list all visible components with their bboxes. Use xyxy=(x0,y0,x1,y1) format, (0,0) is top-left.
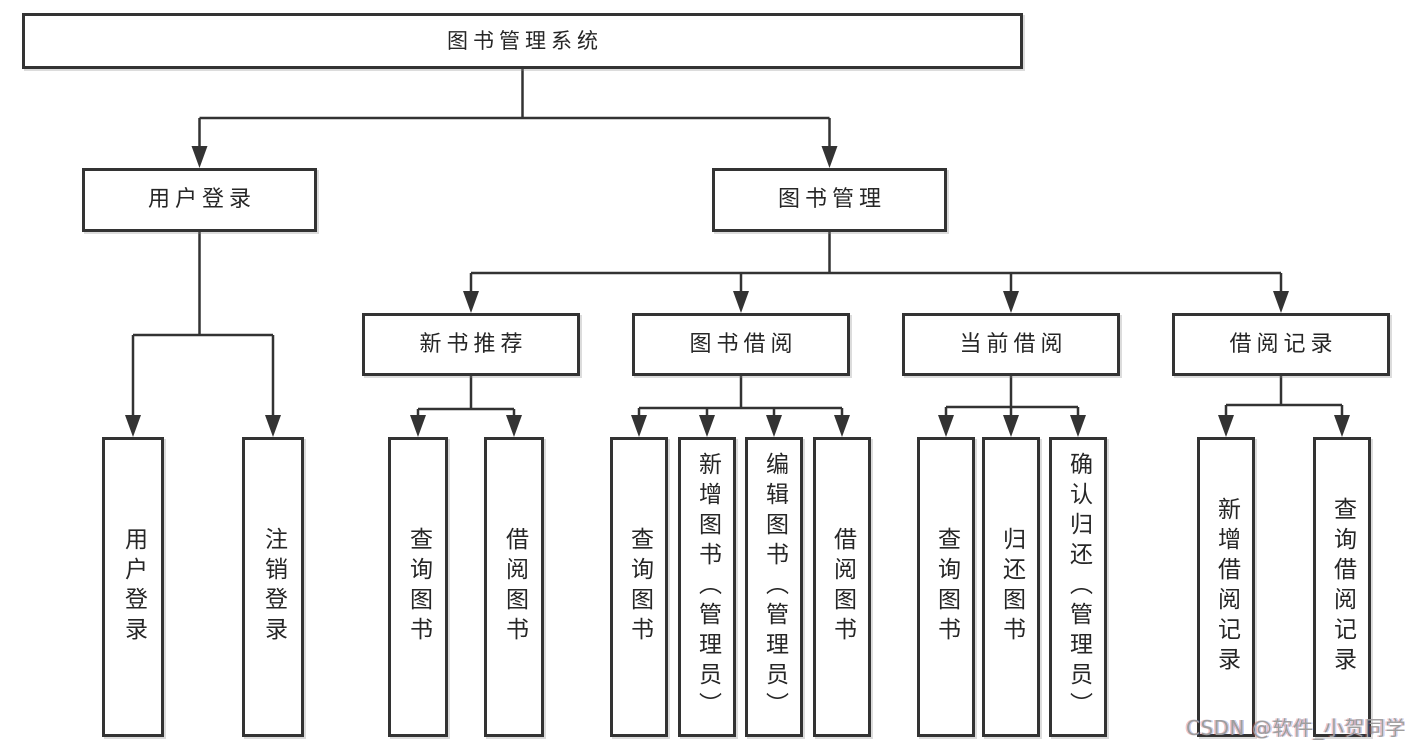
leaf-query-books-current: 查询图书 xyxy=(917,437,975,737)
leaf-query-borrow-record-label: 查询借阅记录 xyxy=(1329,497,1356,677)
leaf-confirm-return-admin: 确认归还（管理员） xyxy=(1049,437,1107,737)
leaf-return-book: 归还图书 xyxy=(982,437,1040,737)
leaf-query-books-recommend: 查询图书 xyxy=(388,437,448,737)
leaf-borrow-books: 借阅图书 xyxy=(813,437,871,737)
node-user-login: 用户登录 xyxy=(82,168,317,232)
node-new-book-recommend-label: 新书推荐 xyxy=(419,331,528,357)
leaf-user-login: 用户登录 xyxy=(102,437,164,737)
leaf-query-books-recommend-label: 查询图书 xyxy=(405,527,432,647)
node-book-borrow-label: 图书借阅 xyxy=(689,331,798,357)
leaf-borrow-books-label: 借阅图书 xyxy=(829,527,856,647)
leaf-return-book-label: 归还图书 xyxy=(998,527,1025,647)
node-book-borrow: 图书借阅 xyxy=(632,313,850,376)
leaf-query-books-current-label: 查询图书 xyxy=(933,527,960,647)
leaf-query-borrow-record: 查询借阅记录 xyxy=(1313,437,1371,737)
node-new-book-recommend: 新书推荐 xyxy=(362,313,580,376)
leaf-confirm-return-admin-label: 确认归还（管理员） xyxy=(1065,452,1092,722)
leaf-edit-book-admin: 编辑图书（管理员） xyxy=(745,437,803,737)
arrowheads xyxy=(125,146,1350,437)
node-borrow-records: 借阅记录 xyxy=(1172,313,1390,376)
leaf-borrow-books-recommend-label: 借阅图书 xyxy=(501,527,528,647)
leaf-query-books-borrow-label: 查询图书 xyxy=(626,527,653,647)
node-book-management: 图书管理 xyxy=(712,168,947,232)
node-book-management-label: 图书管理 xyxy=(777,187,886,212)
node-borrow-records-label: 借阅记录 xyxy=(1229,331,1338,357)
leaf-add-book-admin-label: 新增图书（管理员） xyxy=(694,452,721,722)
leaf-query-books-borrow: 查询图书 xyxy=(610,437,668,737)
leaf-add-borrow-record-label: 新增借阅记录 xyxy=(1213,497,1240,677)
leaf-borrow-books-recommend: 借阅图书 xyxy=(484,437,544,737)
node-current-borrow-label: 当前借阅 xyxy=(959,331,1068,357)
node-library-system-label: 图书管理系统 xyxy=(447,28,603,53)
leaf-add-borrow-record: 新增借阅记录 xyxy=(1197,437,1255,737)
leaf-user-login-label: 用户登录 xyxy=(120,527,147,647)
leaf-logout-label: 注销登录 xyxy=(260,527,287,647)
node-user-login-label: 用户登录 xyxy=(147,187,256,212)
node-current-borrow: 当前借阅 xyxy=(902,313,1120,376)
node-library-system: 图书管理系统 xyxy=(22,13,1023,69)
leaf-logout: 注销登录 xyxy=(242,437,304,737)
leaf-add-book-admin: 新增图书（管理员） xyxy=(678,437,736,737)
csdn-watermark: CSDN @软件_小贺同学 xyxy=(1186,716,1405,740)
leaf-edit-book-admin-label: 编辑图书（管理员） xyxy=(761,452,788,722)
